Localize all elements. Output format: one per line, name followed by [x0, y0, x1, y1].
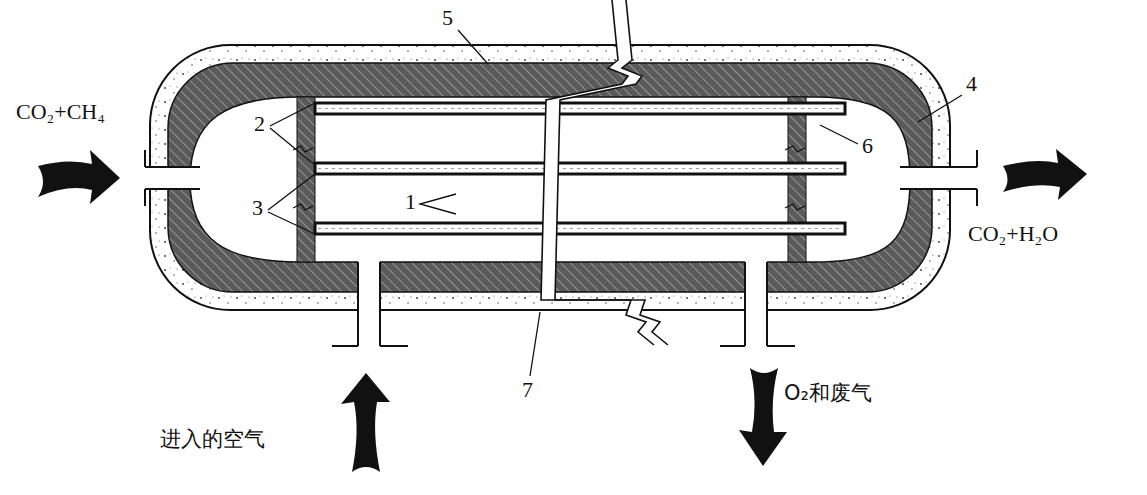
gas-outlet-pipe [900, 166, 977, 168]
gas-inlet-pipe [144, 189, 146, 206]
gas-label: CO₂+CH₄ [16, 100, 105, 124]
membrane-tube [318, 168, 842, 169]
leader-line [820, 125, 858, 144]
leader-line [268, 212, 315, 234]
callout-number: 5 [442, 6, 453, 30]
gas-inlet-pipe [145, 166, 200, 168]
break-line [541, 0, 668, 345]
exhaust-pipe [766, 262, 768, 346]
exhaust-pipe [720, 258, 795, 346]
exhaust-pipe [767, 345, 795, 347]
air-inlet-pipe [332, 345, 358, 347]
break-line [555, 0, 668, 345]
leader-line [270, 128, 315, 165]
callout-number: 3 [252, 196, 263, 220]
flow-arrow [739, 368, 787, 466]
gas-inlet-pipe [145, 188, 200, 190]
gas-outlet-pipe [900, 188, 977, 190]
callout-number: 2 [254, 112, 265, 136]
leader-line [458, 30, 488, 64]
gas-outlet-pipe [895, 150, 977, 206]
gas-outlet-pipe [976, 150, 978, 167]
tube-sheet [297, 97, 315, 262]
break-mark [785, 146, 805, 152]
leader-line [268, 30, 962, 376]
break-mark [293, 204, 313, 210]
flow-label: O₂和废气 [784, 382, 872, 405]
air-inlet-pipe [357, 262, 359, 346]
callout-number: 1 [405, 190, 416, 214]
flow-arrow [1003, 149, 1087, 200]
membrane-tube [315, 103, 845, 234]
air-inlet-pipe [380, 345, 408, 347]
callout-number: 6 [862, 134, 873, 158]
leader-line [918, 95, 962, 122]
air-inlet-pipe [358, 258, 380, 346]
exhaust-pipe [720, 345, 745, 347]
flow-arrow [341, 373, 390, 472]
break-line [541, 0, 668, 345]
gas-inlet-pipe [144, 150, 146, 167]
leader-line [268, 174, 315, 210]
membrane-tube [315, 163, 845, 174]
flow-arrow [38, 150, 120, 204]
leader-line [270, 103, 315, 126]
membrane-tube [315, 223, 845, 234]
gas-label: CO₂+H₂O [968, 222, 1058, 246]
tube-sheet [788, 97, 806, 262]
membrane-tube [318, 108, 842, 109]
gas-outlet-pipe [976, 189, 978, 206]
gas-inlet-pipe [145, 150, 205, 206]
gas-inlet-pipe [145, 167, 205, 189]
leader-line [420, 194, 456, 214]
air-inlet-pipe [379, 262, 381, 346]
leader-line [530, 312, 540, 376]
exhaust-pipe [744, 262, 746, 346]
air-inlet-pipe [332, 258, 408, 346]
membrane-tube [315, 103, 845, 114]
gas-outlet-pipe [895, 167, 977, 189]
callout-number: 7 [522, 378, 533, 402]
membrane-tube [318, 228, 842, 229]
callout-number: 4 [966, 72, 977, 96]
break-mark [785, 204, 805, 210]
exhaust-pipe [745, 258, 767, 346]
flow-label: 进入的空气 [160, 428, 265, 451]
